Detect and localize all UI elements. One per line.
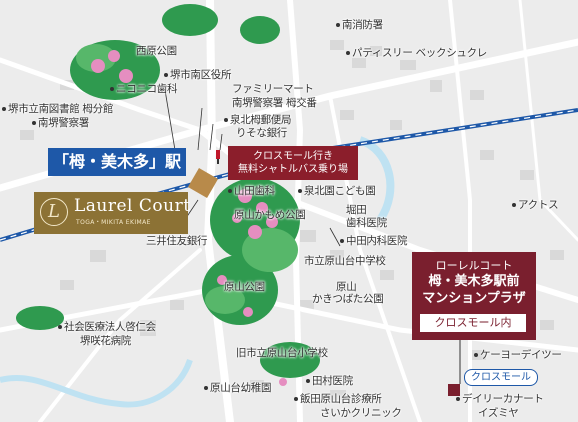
label-izumiya: イズミヤ [478, 407, 519, 419]
label-kindergarten: 原山台幼稚園 [204, 383, 272, 394]
label-patisserie: パティスリー ベックシュクレ [346, 48, 487, 59]
label-acts: アクトス [512, 200, 559, 211]
label-post-office: 泉北栂郵便局 [224, 115, 292, 126]
label-daily-kanart: デイリーカナート [456, 394, 544, 405]
label-nakada-clinic: 中田内科医院 [340, 236, 408, 247]
label-kakitsubata-park: かきつばた公園 [312, 293, 384, 305]
station-label: 「栂・美木多」駅 [48, 148, 186, 176]
label-sakai-hospital: 堺咲花病院 [80, 335, 131, 347]
label-senboku-kodomoen: 泉北園こども園 [298, 186, 376, 197]
label-mitsui-bank: 三井住友銀行 [146, 235, 208, 247]
laurel-sub: TOGA・MIKITA EKIMAE [76, 219, 151, 226]
label-iida-clinic: 飯田原山台診療所 [294, 394, 382, 405]
label-harayama-park: 原山公園 [224, 281, 265, 293]
plaza-line2: 栂・美木多駅前 [428, 274, 520, 289]
mansion-plaza-box: ローレルコート 栂・美木多駅前 マンションプラザ クロスモール内 [412, 252, 536, 340]
label-keiyo-d2: ケーヨーデイツー [474, 350, 562, 361]
label-nishihara-park: 西原公園 [136, 45, 177, 57]
label-ward-office: 堺市南区役所 [164, 70, 232, 81]
label-harayama-kamome-park: 原山かもめ公園 [234, 209, 306, 221]
laurel-name: Laurel Court [74, 196, 191, 216]
label-tamura-clinic: 田村医院 [306, 376, 353, 387]
label-minami-fire-station: 南消防署 [336, 20, 383, 31]
label-harayama-middle-school: 市立原山台中学校 [304, 255, 386, 267]
plaza-line3: マンションプラザ [422, 291, 526, 306]
label-welfare-corp: 社会医療法人啓仁会 [58, 322, 156, 333]
label-police-station: 南堺警察署 [32, 118, 89, 129]
plaza-line1: ローレルコート [435, 259, 513, 272]
plaza-location: クロスモール内 [420, 314, 526, 332]
label-police-koban: 南堺警察署 栂交番 [232, 97, 317, 109]
shuttle-bus-stop-box: クロスモール行き 無料シャトルバス乗り場 [228, 146, 358, 180]
label-harayama: 原山 [336, 281, 357, 293]
bus-stop-pin-icon [216, 150, 220, 164]
laurel-logo-icon: L [40, 198, 68, 226]
label-library: 堺市立南図書館 栂分館 [2, 104, 113, 115]
label-family-mart: ファミリーマート [232, 83, 314, 95]
label-resona-bank: りそな銀行 [236, 127, 287, 139]
shuttle-line2: 無料シャトルバス乗り場 [238, 163, 348, 175]
cross-mall-label: クロスモール [464, 369, 538, 386]
label-saika-clinic: さいかクリニック [320, 407, 402, 419]
label-horita: 堀田 [346, 204, 367, 216]
shuttle-line1: クロスモール行き [253, 150, 333, 162]
label-old-elementary: 旧市立原山台小学校 [236, 347, 328, 359]
laurel-court-logo-box: L Laurel Court TOGA・MIKITA EKIMAE [34, 192, 191, 234]
label-nikoniko-dental: ニコニコ歯科 [110, 84, 178, 95]
label-yamada-dental: 山田歯科 [228, 186, 275, 197]
label-horita-dental: 歯科医院 [346, 217, 387, 229]
